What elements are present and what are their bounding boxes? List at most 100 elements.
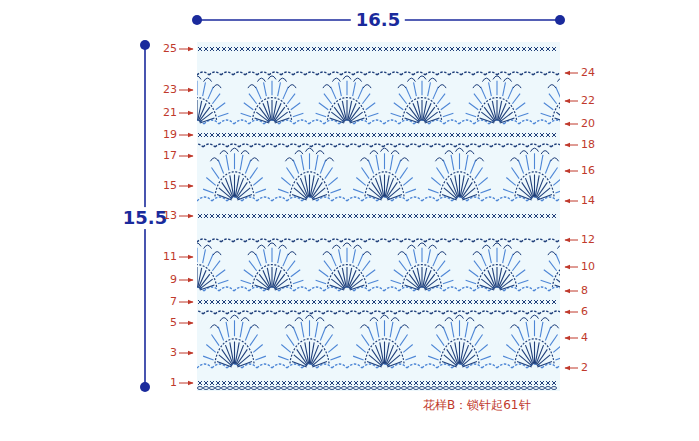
double-crochet: [222, 349, 233, 365]
shell-stitch: [531, 148, 539, 152]
double-crochet: [206, 177, 215, 185]
double-crochet: [212, 94, 220, 104]
foundation-chain: [485, 387, 490, 390]
double-crochet: [433, 254, 438, 266]
double-crochet: [310, 175, 314, 196]
shell-stitch: [241, 318, 249, 322]
double-crochet: [362, 261, 370, 271]
double-crochet: [211, 167, 219, 178]
double-crochet: [484, 274, 495, 288]
row-number: 10: [581, 261, 595, 273]
double-crochet: [372, 182, 383, 198]
double-crochet: [293, 280, 303, 284]
double-crochet: [358, 254, 363, 266]
double-crochet: [549, 94, 557, 104]
foundation-chain: [467, 387, 472, 390]
double-crochet: [394, 270, 403, 277]
double-crochet: [319, 270, 328, 277]
shell-stitch: [204, 245, 212, 249]
double-crochet: [334, 107, 345, 121]
double-crochet: [278, 82, 281, 96]
double-crochet: [320, 327, 325, 341]
shell-stitch: [401, 158, 409, 162]
double-crochet: [447, 349, 458, 365]
double-crochet: [409, 274, 420, 288]
row-arrow: [565, 73, 578, 74]
double-crochet: [278, 189, 288, 193]
double-crochet: [466, 113, 476, 117]
fan-motif: [241, 243, 304, 290]
foundation-chain: [389, 387, 394, 390]
single-crochet-row: [198, 133, 556, 137]
double-crochet: [339, 249, 342, 263]
double-crochet: [235, 175, 239, 196]
foundation-chain: [215, 387, 220, 390]
foundation-chain: [521, 387, 526, 390]
chain-arc: [365, 339, 404, 364]
double-crochet: [334, 274, 345, 288]
shell-stitch: [295, 151, 303, 155]
double-crochet: [384, 175, 385, 197]
shell-stitch: [557, 245, 560, 249]
double-crochet: [245, 327, 250, 341]
shell-stitch: [445, 151, 453, 155]
double-crochet: [443, 160, 448, 174]
double-crochet: [484, 107, 495, 121]
row-arrow: [179, 156, 193, 157]
fan-motif: [466, 76, 529, 123]
foundation-chain: [203, 387, 208, 390]
shell-stitch: [279, 78, 287, 82]
double-crochet: [496, 81, 497, 95]
shell-stitch: [370, 318, 378, 322]
double-crochet: [518, 113, 528, 117]
double-crochet: [368, 327, 373, 341]
foundation-chain: [431, 387, 436, 390]
dimension-dot: [140, 382, 150, 392]
shell-stitch: [323, 252, 331, 256]
shell-stitch: [213, 252, 221, 256]
double-crochet: [431, 177, 440, 185]
row-arrow: [179, 186, 193, 187]
shell-stitch: [493, 76, 501, 80]
shell-stitch: [548, 252, 556, 256]
double-crochet: [537, 349, 548, 365]
shell-stitch: [332, 245, 340, 249]
double-crochet: [387, 182, 398, 198]
double-crochet: [297, 182, 308, 198]
double-crochet: [324, 94, 332, 104]
shell-stitch: [520, 151, 528, 155]
chain-arc: [252, 265, 291, 287]
double-crochet: [503, 249, 506, 263]
double-crochet: [414, 82, 417, 96]
shell-stitch: [510, 325, 518, 329]
foundation-chain: [329, 387, 334, 390]
double-crochet: [312, 349, 323, 365]
double-crochet: [293, 327, 298, 341]
shell-stitch: [541, 318, 549, 322]
fan-motif: [428, 315, 491, 367]
double-crochet: [315, 322, 318, 337]
double-crochet: [480, 285, 495, 290]
shell-stitch: [332, 78, 340, 82]
double-crochet: [506, 344, 515, 352]
double-crochet: [534, 175, 535, 197]
row-number: 17: [163, 150, 177, 162]
double-crochet: [545, 327, 550, 341]
double-crochet: [390, 155, 393, 170]
double-crochet: [273, 268, 277, 287]
double-crochet: [470, 327, 475, 341]
single-crochet-row: [198, 214, 556, 218]
foundation-chain: [515, 387, 520, 390]
foundation-chain: [335, 387, 340, 390]
foundation-chain: [449, 387, 454, 390]
shell-stitch: [435, 158, 443, 162]
row-arrow: [565, 312, 578, 313]
double-crochet: [478, 344, 487, 352]
stitch-pattern: [197, 47, 560, 390]
double-crochet: [443, 327, 448, 341]
double-crochet: [405, 189, 415, 193]
double-crochet: [264, 82, 267, 96]
shell-stitch: [456, 148, 464, 152]
shell-stitch: [204, 78, 212, 82]
double-crochet: [297, 349, 308, 365]
